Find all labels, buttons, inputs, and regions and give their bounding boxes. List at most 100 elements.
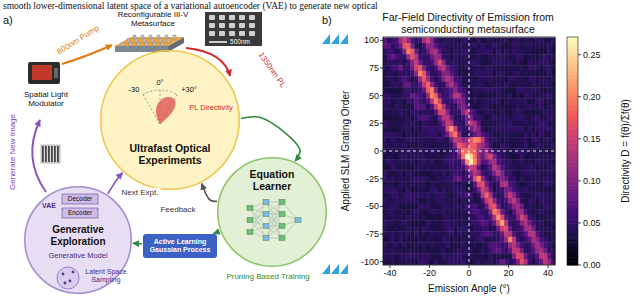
heat-cell: [395, 65, 399, 71]
colorbar-step: [567, 219, 578, 223]
heat-cell: [504, 226, 508, 232]
heat-cell: [473, 204, 477, 210]
heat-cell: [453, 176, 457, 182]
heat-cell: [395, 237, 399, 243]
heat-cell: [492, 231, 496, 237]
heat-cell: [426, 187, 430, 193]
sem-pillar: [229, 23, 235, 28]
heat-cell: [547, 82, 551, 88]
heat-cell: [469, 159, 473, 165]
heat-cell: [422, 109, 426, 115]
heat-cell: [535, 115, 539, 121]
heat-cell: [489, 87, 493, 93]
tick-mark: [380, 151, 383, 152]
heat-cell: [406, 98, 410, 104]
heat-cell: [406, 132, 410, 138]
heat-cell: [426, 143, 430, 149]
heat-cell: [410, 220, 414, 226]
heat-cell: [403, 60, 407, 66]
heat-cell: [496, 132, 500, 138]
heat-cell: [430, 143, 434, 149]
heat-cell: [547, 49, 551, 55]
heat-cell: [442, 248, 446, 254]
heat-cell: [391, 176, 395, 182]
heat-cell: [524, 121, 528, 127]
heat-cell: [430, 60, 434, 66]
heat-cell: [520, 54, 524, 60]
heat-cell: [422, 115, 426, 121]
heat-cell: [403, 253, 407, 259]
heat-cell: [403, 209, 407, 215]
heat-cell: [426, 159, 430, 165]
heat-cell: [528, 242, 532, 248]
colorbar-step: [567, 227, 578, 231]
heat-cell: [504, 253, 508, 259]
heat-cell: [492, 121, 496, 127]
heat-cell: [516, 170, 520, 176]
heat-cell: [492, 204, 496, 210]
heat-cell: [395, 231, 399, 237]
heat-cell: [422, 132, 426, 138]
heat-cell: [469, 143, 473, 149]
heat-cell: [418, 115, 422, 121]
heat-cell: [485, 242, 489, 248]
heat-cell: [539, 121, 543, 127]
colorbar-step: [567, 235, 578, 239]
heat-cell: [539, 242, 543, 248]
heat-cell: [516, 165, 520, 171]
heat-cell: [410, 231, 414, 237]
heat-cell: [438, 231, 442, 237]
heat-cell: [489, 204, 493, 210]
heat-cell: [485, 115, 489, 121]
heat-cell: [395, 38, 399, 44]
heat-cell: [512, 54, 516, 60]
heat-cell: [383, 65, 387, 71]
heat-cell: [442, 60, 446, 66]
heat-cell: [457, 93, 461, 99]
heat-cell: [516, 115, 520, 121]
heat-cell: [457, 237, 461, 243]
heat-cell: [504, 76, 508, 82]
heat-cell: [453, 104, 457, 110]
heat-cell: [492, 259, 496, 265]
heat-cell: [395, 137, 399, 143]
heat-cell: [481, 38, 485, 44]
heat-cell: [387, 193, 391, 199]
heat-cell: [438, 87, 442, 93]
colorbar-step: [567, 140, 578, 144]
heat-cell: [504, 132, 508, 138]
heat-cell: [434, 259, 438, 265]
heat-cell: [422, 60, 426, 66]
heat-cell: [414, 226, 418, 232]
heat-cell: [442, 231, 446, 237]
heat-cell: [481, 87, 485, 93]
heat-cell: [418, 87, 422, 93]
heat-cell: [524, 43, 528, 49]
heat-cell: [492, 104, 496, 110]
heat-cell: [512, 38, 516, 44]
heat-cell: [547, 93, 551, 99]
heat-cell: [414, 82, 418, 88]
heat-cell: [504, 215, 508, 221]
heat-cell: [543, 181, 547, 187]
colorbar-step: [567, 48, 578, 52]
heat-cell: [438, 60, 442, 66]
heat-cell: [430, 93, 434, 99]
heat-cell: [449, 187, 453, 193]
heat-cell: [406, 60, 410, 66]
heat-cell: [383, 60, 387, 66]
heat-cell: [520, 121, 524, 127]
heat-cell: [403, 137, 407, 143]
heat-cell: [469, 54, 473, 60]
heat-cell: [418, 38, 422, 44]
tick-mark: [380, 95, 383, 96]
heat-cell: [395, 87, 399, 93]
heat-cell: [395, 220, 399, 226]
heat-cell: [516, 54, 520, 60]
heat-cell: [535, 209, 539, 215]
heat-cell: [508, 49, 512, 55]
heat-cell: [528, 104, 532, 110]
heat-cell: [449, 259, 453, 265]
heat-cell: [449, 121, 453, 127]
heat-cell: [520, 215, 524, 221]
